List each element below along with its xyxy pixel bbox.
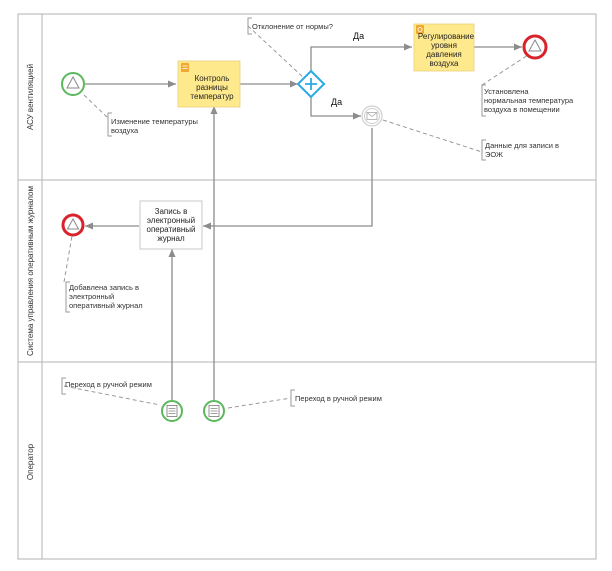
end-event-journal[interactable] (61, 213, 85, 237)
triangle-icon (66, 217, 80, 230)
end-event-ventilation[interactable] (522, 34, 548, 60)
annotation-text: Переход в ручной режим (295, 394, 382, 403)
operator-start-event-right[interactable] (203, 400, 225, 422)
annotation-normal-temp[interactable]: Установлена нормальная температура возду… (481, 84, 574, 117)
task-label: Контроль (195, 74, 230, 83)
annotation-text: нормальная температура (484, 96, 574, 105)
task-label: уровня (431, 41, 457, 50)
lane-label-ventilation: АСУ вентиляцией (26, 64, 35, 130)
annotation-deviation[interactable]: Отклонение от нормы? (247, 17, 333, 35)
annotation-eoj-data[interactable]: Данные для записи в ЭОЖ (481, 139, 559, 161)
annotation-text: Отклонение от нормы? (252, 22, 333, 31)
lane-label-journal-system: Система управления оперативным журналом (26, 186, 35, 356)
flow-label-yes-bottom: Да (331, 97, 342, 107)
table-icon (181, 63, 189, 72)
annotation-text: воздуха (111, 126, 139, 135)
task-label: Запись в (155, 207, 188, 216)
annotation-text: электронный (69, 292, 114, 301)
document-icon (166, 405, 178, 417)
flow-message-to-journal[interactable] (203, 128, 373, 230)
plus-icon (305, 78, 317, 90)
task-write-journal[interactable]: Запись в электронный оперативный журнал (139, 200, 203, 250)
annotation-journal-added[interactable]: Добавлена запись в электронный оперативн… (65, 281, 143, 313)
annotation-text: Изменение температуры (111, 117, 198, 126)
start-event[interactable] (61, 72, 85, 96)
task-label: давления (426, 50, 462, 59)
message-event[interactable] (361, 105, 383, 127)
annotation-text: воздуха в помещении (484, 105, 560, 114)
annotation-manual-right[interactable]: Переход в ручной режим (290, 389, 382, 407)
lane-journal-system[interactable]: Система управления оперативным журналом (26, 186, 35, 356)
task-label: электронный (147, 216, 195, 225)
annotation-text: ЭОЖ (485, 150, 503, 159)
task-label: Регулирование (418, 32, 475, 41)
annotation-text: оперативный журнал (69, 301, 143, 310)
task-regulate-air-pressure[interactable]: Регулирование уровня давления воздуха (413, 23, 475, 72)
annotation-manual-left[interactable]: Переход в ручной режим (61, 377, 152, 395)
lane-operator[interactable]: Оператор (26, 443, 35, 480)
task-label: разницы (196, 83, 228, 92)
flow-gateway-to-regulate[interactable] (310, 43, 412, 71)
task-label: температур (190, 92, 234, 101)
operator-start-event-left[interactable] (161, 400, 183, 422)
triangle-icon (528, 38, 542, 52)
document-icon (208, 405, 220, 417)
annotation-text: Добавлена запись в (69, 283, 139, 292)
lane-label-operator: Оператор (26, 443, 35, 480)
gear-icon (416, 25, 424, 34)
pool (17, 13, 597, 560)
task-label: воздуха (429, 59, 459, 68)
envelope-icon (366, 112, 378, 120)
triangle-icon (66, 75, 80, 89)
annotation-temp-change[interactable]: Изменение температуры воздуха (107, 112, 198, 137)
sequence-flows (85, 43, 522, 400)
flow-gateway-to-message[interactable] (310, 97, 361, 120)
flow-label-yes-top: Да (353, 31, 364, 41)
annotation-text: Переход в ручной режим (65, 380, 152, 389)
annotation-text: Установлена (484, 87, 529, 96)
annotation-text: Данные для записи в (485, 141, 559, 150)
task-control-temperature-difference[interactable]: Контроль разницы температур (177, 60, 241, 108)
lane-ventilation[interactable]: АСУ вентиляцией (26, 64, 35, 130)
parallel-gateway[interactable] (296, 69, 326, 99)
task-label: журнал (157, 234, 185, 243)
annotation-connectors (63, 25, 529, 409)
task-label: оперативный (147, 225, 196, 234)
